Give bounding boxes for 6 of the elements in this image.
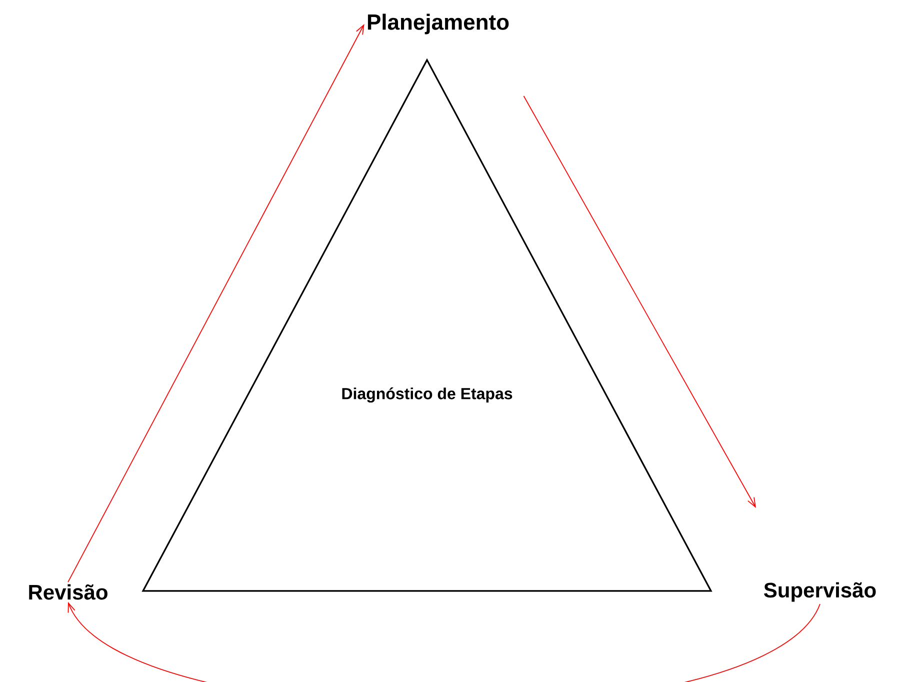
label-text: Supervisão: [764, 582, 876, 602]
label-text: Planejamento: [368, 14, 509, 34]
label-text: Revisão: [29, 584, 108, 600]
arrow: [68, 602, 820, 682]
arrow: [523, 96, 756, 508]
arrow: [68, 24, 364, 583]
